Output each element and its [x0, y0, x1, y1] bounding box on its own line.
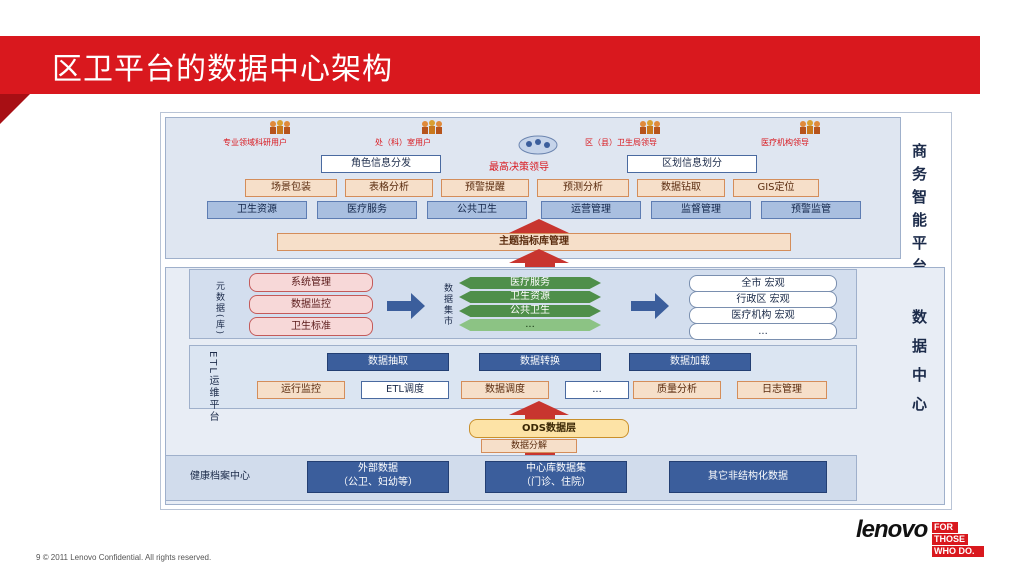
meta-label: 元数据(库) — [214, 281, 224, 337]
lenovo-logo: lenovo — [856, 516, 928, 543]
role-info-box: 角色信息分发 — [321, 155, 441, 173]
bi-side-label: 商务智能平台 — [910, 143, 928, 281]
page-number: 9 — [36, 553, 41, 562]
region-info-box: 区划信息划分 — [627, 155, 757, 173]
source-label: 健康档案中心 — [190, 471, 250, 482]
etl-tool: 质量分析 — [633, 381, 721, 399]
meta-item: 卫生标准 — [249, 317, 373, 336]
analysis-box: 表格分析 — [345, 179, 433, 197]
mart-item: 公共卫生 — [459, 305, 601, 317]
right-arrow-icon — [631, 293, 669, 319]
meta-item: 数据监控 — [249, 295, 373, 314]
etl-step: 数据转换 — [479, 353, 601, 371]
source-item: 其它非结构化数据 — [669, 461, 827, 493]
analysis-box: GIS定位 — [733, 179, 819, 197]
theme-box: 卫生资源 — [207, 201, 307, 219]
etl-step: 数据抽取 — [327, 353, 449, 371]
up-arrow — [509, 219, 569, 233]
theme-box: 运营管理 — [541, 201, 641, 219]
up-arrow-stem — [525, 411, 555, 419]
etl-tool: 数据调度 — [461, 381, 549, 399]
mart-item: 卫生资源 — [459, 291, 601, 303]
right-arrow-icon — [387, 293, 425, 319]
source-item: 外部数据 （公卫、妇幼等） — [307, 461, 449, 493]
etl-tool: 日志管理 — [737, 381, 827, 399]
brand-tag: THOSE — [932, 534, 968, 545]
brand-tag: WHO DO. — [932, 546, 984, 557]
mart-item: 医疗服务 — [459, 277, 601, 289]
split-label: 数据分解 — [481, 439, 577, 453]
users-icon — [800, 120, 820, 134]
up-arrow — [509, 249, 569, 263]
analysis-box: 数据钻取 — [637, 179, 725, 197]
users-icon — [640, 120, 660, 134]
architecture-diagram: 专业领域科研用户 处（科）室用户 区（县）卫生局领导 医疗机构领导 角色信息分发… — [160, 112, 952, 510]
etl-tool: 运行监控 — [257, 381, 345, 399]
footer: 9 © 2011 Lenovo Confidential. All rights… — [36, 553, 211, 562]
data-center-side-label: 数据中心 — [910, 309, 928, 425]
view-item: 医疗机构 宏观 — [689, 307, 837, 324]
analysis-box: 预警提醒 — [441, 179, 529, 197]
theme-box: 医疗服务 — [317, 201, 417, 219]
view-item: 全市 宏观 — [689, 275, 837, 292]
meta-item: 系统管理 — [249, 273, 373, 292]
etl-step: 数据加载 — [629, 353, 751, 371]
title-banner — [0, 36, 980, 94]
source-item: 中心库数据集 （门诊、住院） — [485, 461, 627, 493]
mart-item: ... — [459, 319, 601, 331]
analysis-box: 预测分析 — [537, 179, 629, 197]
analysis-box: 场景包装 — [245, 179, 337, 197]
brand-tag: FOR — [932, 522, 958, 533]
mart-label: 数据集市 — [442, 283, 452, 327]
theme-box: 监督管理 — [651, 201, 751, 219]
page-title: 区卫平台的数据中心架构 — [52, 52, 393, 87]
top-decision-label: 最高决策领导 — [489, 162, 549, 173]
users-icon — [270, 120, 290, 134]
network-cloud-icon — [518, 135, 558, 155]
user-label: 医疗机构领导 — [761, 138, 809, 147]
theme-box: 预警监管 — [761, 201, 861, 219]
up-arrow — [509, 401, 569, 415]
view-item: 行政区 宏观 — [689, 291, 837, 308]
theme-box: 公共卫生 — [427, 201, 527, 219]
user-label: 处（科）室用户 — [375, 138, 431, 147]
ods-layer: ODS数据层 — [469, 419, 629, 438]
etl-tool: ... — [565, 381, 629, 399]
users-icon — [422, 120, 442, 134]
etl-tool: ETL调度 — [361, 381, 449, 399]
etl-label: ETL运维平台 — [207, 351, 218, 423]
user-label: 区（县）卫生局领导 — [585, 138, 657, 147]
view-item: ... — [689, 323, 837, 340]
banner-notch — [0, 94, 30, 124]
copyright: © 2011 Lenovo Confidential. All rights r… — [42, 553, 212, 562]
user-label: 专业领域科研用户 — [223, 138, 287, 147]
